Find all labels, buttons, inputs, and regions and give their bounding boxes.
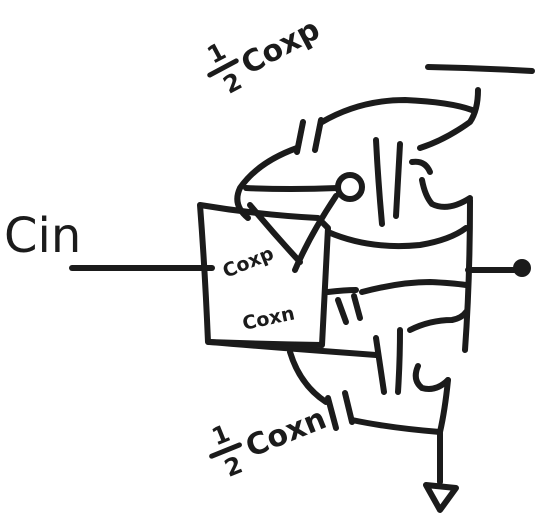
- mid-cap-top-wire: [325, 287, 359, 295]
- top-frac-bar: [207, 58, 239, 78]
- top-cap-plate-right: [312, 117, 324, 153]
- nmos-channel: [395, 327, 403, 395]
- central-box: [197, 202, 331, 348]
- bottom-cap-plate-left: [325, 395, 339, 431]
- gate-diagonal: [247, 202, 303, 265]
- pmos-stub: [409, 158, 433, 175]
- mid-cap-plate-left: [335, 297, 349, 325]
- top-cap-wire-left: [234, 145, 300, 221]
- pmos-gate-wire: [243, 185, 341, 192]
- ground-symbol: [423, 482, 459, 513]
- box-label-coxp: Coxp: [220, 242, 277, 282]
- output-rail: [462, 197, 473, 353]
- bottom-cap-plate-right: [342, 390, 355, 425]
- pmos-channel: [393, 141, 403, 219]
- mid-cap-to-rail: [359, 279, 469, 295]
- nmos-gate-plate: [373, 335, 387, 395]
- output-node-dot: [513, 259, 531, 277]
- supply-rail: [425, 64, 535, 74]
- top-cap-text: Coxp: [236, 12, 326, 82]
- bottom-cap-wire-left: [287, 349, 329, 405]
- pmos-gate-plate: [373, 137, 385, 227]
- nmos-source-curl: [412, 363, 451, 392]
- input-label: Cin: [4, 208, 81, 264]
- nmos-drain-lead: [407, 309, 469, 333]
- pmos-gate-bubble: [335, 172, 365, 202]
- nmos-source-down: [437, 377, 451, 435]
- pmos-lower-arc: [325, 225, 469, 250]
- bottom-cap-label: 1 2 Coxn: [208, 401, 331, 483]
- top-frac-den: 2: [219, 67, 247, 100]
- top-cap-label: 1 2 Coxp: [203, 12, 326, 100]
- nmos-gate-wire: [207, 339, 379, 358]
- bottom-frac-den: 2: [221, 451, 247, 483]
- box-label-coxn: Coxn: [240, 302, 296, 334]
- top-cap-wire-right: [319, 97, 475, 125]
- pmos-source-lead: [417, 87, 481, 151]
- bottom-cap-text: Coxn: [241, 401, 331, 465]
- bottom-cap-wire-right: [349, 417, 443, 435]
- pmos-drain-lead: [419, 177, 473, 210]
- bottom-frac-bar: [209, 442, 242, 459]
- mid-cap-plate-right: [351, 293, 363, 321]
